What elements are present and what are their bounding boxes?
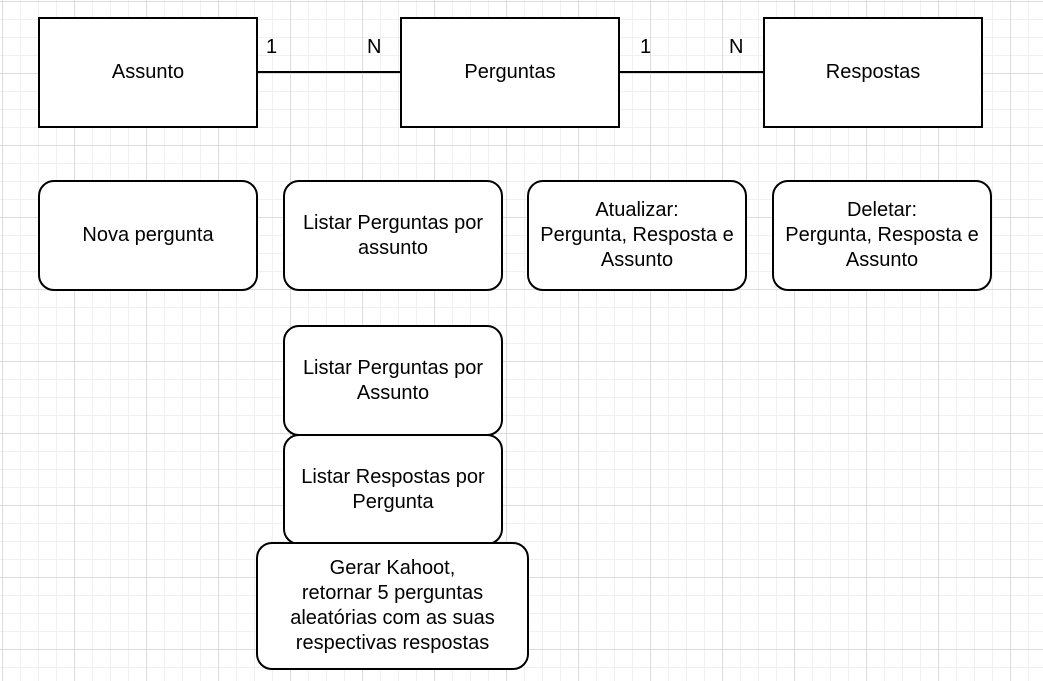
entity-perguntas-label: Perguntas [464, 61, 556, 83]
action-listar-perguntas-por-assunto[interactable]: Listar Perguntas por assunto [283, 180, 503, 291]
cardinality-assunto-one: 1 [266, 36, 278, 58]
action-listar-respostas-por-pergunta-label: Listar Respostas por Pergunta [301, 465, 485, 513]
entity-respostas[interactable]: Respostas [763, 17, 983, 128]
action-gerar-kahoot[interactable]: Gerar Kahoot, retornar 5 perguntas aleat… [256, 542, 529, 670]
action-listar-perguntas-assunto-label: Listar Perguntas por Assunto [302, 356, 484, 404]
action-deletar-label: Deletar: Pergunta, Resposta e Assunto [785, 199, 979, 271]
action-deletar[interactable]: Deletar: Pergunta, Resposta e Assunto [772, 180, 992, 291]
action-listar-perguntas-por-assunto-label: Listar Perguntas por assunto [302, 211, 484, 259]
action-listar-perguntas-assunto[interactable]: Listar Perguntas por Assunto [283, 325, 503, 436]
cardinality-perguntas-one: 1 [640, 36, 652, 58]
action-listar-respostas-por-pergunta[interactable]: Listar Respostas por Pergunta [283, 434, 503, 545]
relationship-line-perguntas-respostas [619, 71, 765, 73]
action-atualizar[interactable]: Atualizar: Pergunta, Resposta e Assunto [527, 180, 747, 291]
action-nova-pergunta[interactable]: Nova pergunta [38, 180, 258, 291]
entity-assunto-label: Assunto [111, 61, 185, 83]
entity-assunto[interactable]: Assunto [38, 17, 258, 128]
entity-perguntas[interactable]: Perguntas [400, 17, 620, 128]
cardinality-perguntas-many: N [367, 36, 382, 58]
relationship-line-assunto-perguntas [257, 71, 402, 73]
entity-respostas-label: Respostas [825, 61, 921, 83]
cardinality-respostas-many: N [729, 36, 744, 58]
action-gerar-kahoot-label: Gerar Kahoot, retornar 5 perguntas aleat… [290, 557, 495, 654]
action-atualizar-label: Atualizar: Pergunta, Resposta e Assunto [540, 199, 734, 271]
action-nova-pergunta-label: Nova pergunta [82, 224, 214, 246]
